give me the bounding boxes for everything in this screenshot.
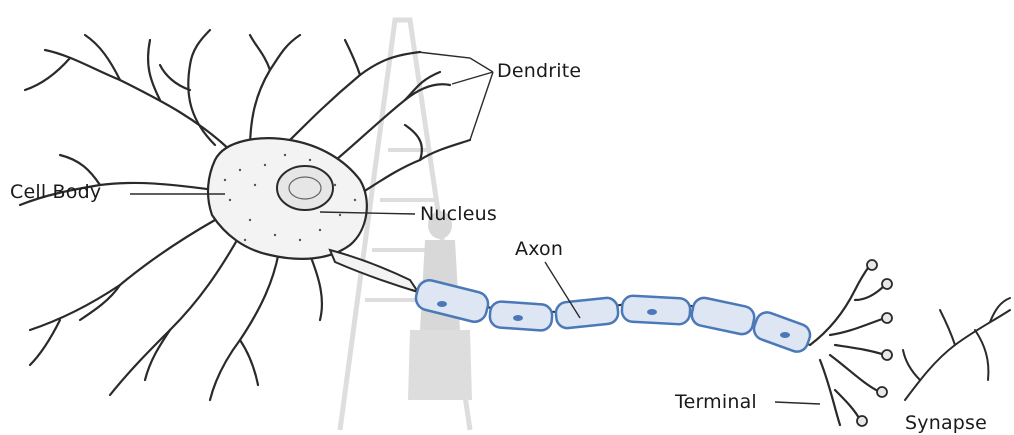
label-terminal: Terminal [675, 391, 757, 413]
nucleus [277, 166, 333, 210]
label-synapse: Synapse [905, 412, 987, 434]
label-nucleus: Nucleus [420, 203, 497, 225]
axon [412, 278, 813, 355]
postsynaptic-dendrites [903, 298, 1010, 400]
label-cell-body: Cell Body [10, 181, 101, 203]
label-axon: Axon [515, 238, 563, 260]
axon-terminal [810, 265, 885, 425]
axon-hillock [330, 250, 418, 292]
terminal-boutons [857, 260, 892, 426]
myelin-sheaths [413, 278, 813, 355]
label-dendrite: Dendrite [497, 60, 581, 82]
